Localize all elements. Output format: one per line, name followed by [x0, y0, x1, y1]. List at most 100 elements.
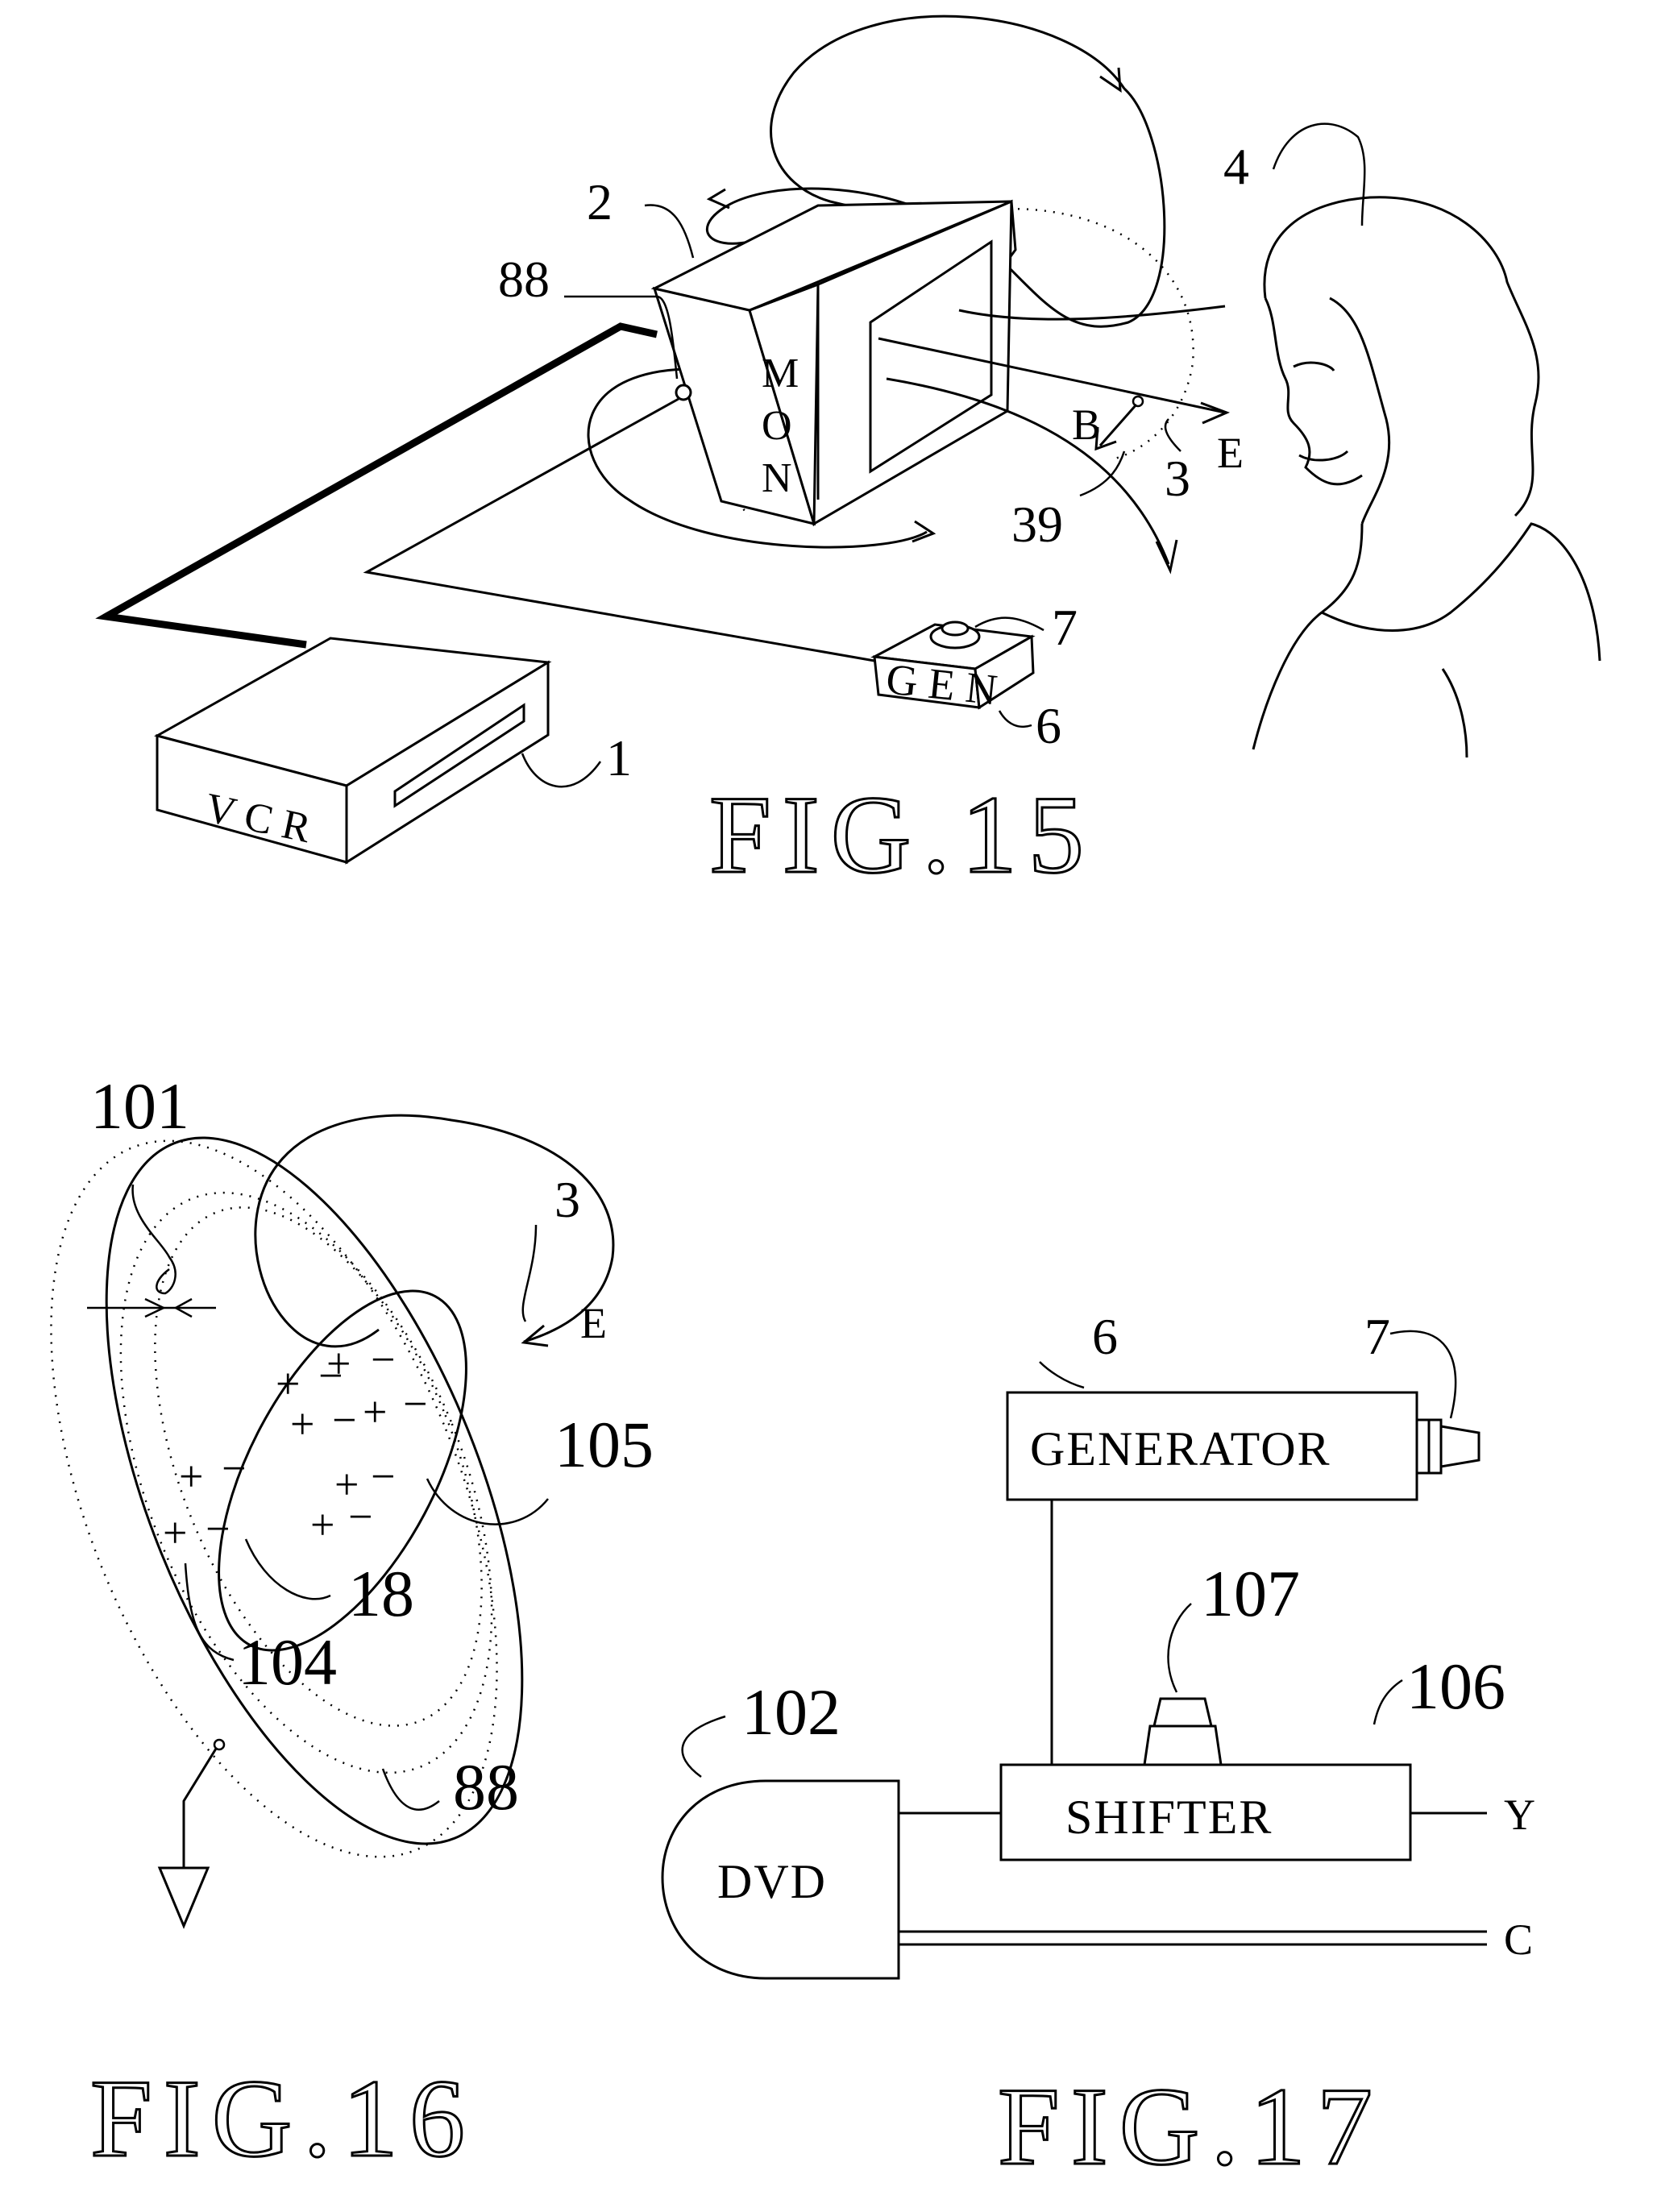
- leader-39: [1079, 450, 1126, 497]
- shifter-label: SHIFTER: [1065, 1791, 1273, 1844]
- b-vector: [1098, 404, 1138, 446]
- shifter-control-top: [1152, 1697, 1213, 1728]
- ref-88: 88: [498, 251, 550, 308]
- ref-2: 2: [587, 173, 613, 230]
- fig16-drawing: + − + − + − + − + − + − + − + − 101 3 E: [50, 1069, 654, 2181]
- ref-102: 102: [741, 1675, 841, 1749]
- generator-box: [1006, 1391, 1418, 1501]
- label-e: E: [1217, 429, 1244, 477]
- fig16-charge-region: [218, 1289, 467, 1652]
- charge-minus: −: [206, 1504, 230, 1553]
- leader-2: [644, 204, 695, 259]
- monitor-screen: [869, 239, 993, 474]
- field-loop-arrow-top: [1099, 67, 1122, 93]
- gen-label: G E N: [884, 654, 1000, 714]
- ref-106: 106: [1406, 1650, 1505, 1723]
- ref-105: 105: [554, 1408, 654, 1481]
- leader-88-fig16: [381, 1768, 440, 1811]
- fig16-dotted-outer: [50, 1139, 498, 1858]
- leader-18: [244, 1538, 331, 1600]
- charge-plus: +: [163, 1509, 187, 1557]
- fig17-drawing: GENERATOR SHIFTER Y DVD C 6 7: [661, 1308, 1535, 2189]
- charge-minus: −: [332, 1396, 356, 1444]
- dvd-label: DVD: [717, 1855, 827, 1908]
- monitor-label-n: N: [762, 455, 792, 501]
- monitor-label-o: O: [762, 403, 792, 449]
- screen-ray-lower: [886, 377, 1170, 565]
- charge-plus: +: [334, 1460, 359, 1509]
- shifter-box: [999, 1763, 1412, 1861]
- leader-106: [1373, 1679, 1403, 1725]
- ref-6: 6: [1036, 697, 1061, 754]
- leader-3-fig16: [521, 1224, 538, 1322]
- charge-minus: −: [222, 1444, 246, 1492]
- ref-101: 101: [90, 1069, 189, 1143]
- leader-107: [1167, 1603, 1192, 1693]
- vcr-cable: [95, 322, 658, 649]
- ref-6-fig17: 6: [1092, 1308, 1118, 1365]
- b-vector-head: [1094, 426, 1117, 451]
- field-point: [1132, 395, 1144, 408]
- monitor-label-m: M: [762, 351, 799, 396]
- fig16-field-arrow: [521, 1324, 549, 1347]
- leader-7-fig17: [1389, 1330, 1457, 1419]
- ref-107: 107: [1201, 1557, 1300, 1630]
- screen-ray-middle: [878, 337, 1226, 414]
- fig16-title: FIG.16: [90, 2056, 476, 2180]
- fig15-drawing: M O N V C R: [95, 15, 1601, 898]
- ref-3: 3: [1165, 450, 1190, 507]
- output-c-label: C: [1504, 1915, 1533, 1964]
- viewer-mouth: [1298, 450, 1349, 462]
- charge-minus: −: [403, 1380, 427, 1428]
- viewer-hair-inner: [1329, 297, 1391, 525]
- fig17-title: FIG.17: [998, 2065, 1384, 2188]
- vcr-slot: [393, 703, 525, 808]
- ref-3-fig16: 3: [554, 1171, 580, 1228]
- gen-knob-top: [941, 620, 970, 637]
- charge-plus: +: [276, 1359, 300, 1408]
- viewer-hair: [1263, 196, 1540, 517]
- leader-104: [184, 1563, 235, 1662]
- label-e-fig16: E: [580, 1299, 607, 1347]
- screen-ray-lower-arrow: [1155, 539, 1178, 575]
- leader-105: [426, 1478, 549, 1525]
- leader-101: [131, 1184, 176, 1295]
- charge-plus: +: [310, 1500, 334, 1549]
- charge-minus: −: [348, 1492, 372, 1541]
- leader-1: [521, 753, 602, 788]
- output-y-label: Y: [1504, 1791, 1535, 1839]
- charge-plus: +: [179, 1452, 203, 1500]
- viewer-face: [1264, 297, 1363, 486]
- ref-104: 104: [238, 1625, 337, 1699]
- charge-minus: −: [371, 1335, 395, 1384]
- ground-symbol: [157, 1866, 210, 1929]
- leader-88: [564, 295, 679, 380]
- viewer-arm: [1441, 668, 1468, 758]
- fig16-dotted-inner-2: [119, 1191, 493, 1774]
- monitor-top-edge: [749, 283, 819, 312]
- dvd-body: [661, 1779, 900, 1980]
- fig16-ground-wire: [182, 1748, 218, 1868]
- leader-7: [974, 616, 1044, 632]
- generator-knob-tip: [1439, 1425, 1481, 1468]
- generator-label: GENERATOR: [1030, 1422, 1331, 1475]
- viewer-neck: [1321, 523, 1364, 614]
- shifter-control[interactable]: [1143, 1724, 1223, 1766]
- fig16-dim-arrow-left: [144, 1297, 166, 1318]
- leader-3: [1164, 418, 1181, 452]
- gen-side: [974, 634, 1035, 710]
- leader-6-fig17: [1039, 1361, 1085, 1389]
- fig16-dotted-inner: [154, 1206, 483, 1727]
- ref-88-fig16: 88: [453, 1750, 519, 1824]
- ref-1: 1: [606, 729, 632, 786]
- fig16-dim-arrow-right: [173, 1297, 193, 1318]
- leader-4: [1272, 122, 1366, 226]
- ref-4: 4: [1223, 138, 1249, 195]
- viewer-shoulders: [1252, 522, 1601, 750]
- screen-ray-arrow-e: [1200, 401, 1231, 425]
- screen-ray-upper: [958, 305, 1226, 321]
- field-loop-arrow-left: [706, 188, 730, 210]
- ref-18: 18: [348, 1557, 414, 1630]
- viewer-eye: [1293, 361, 1335, 372]
